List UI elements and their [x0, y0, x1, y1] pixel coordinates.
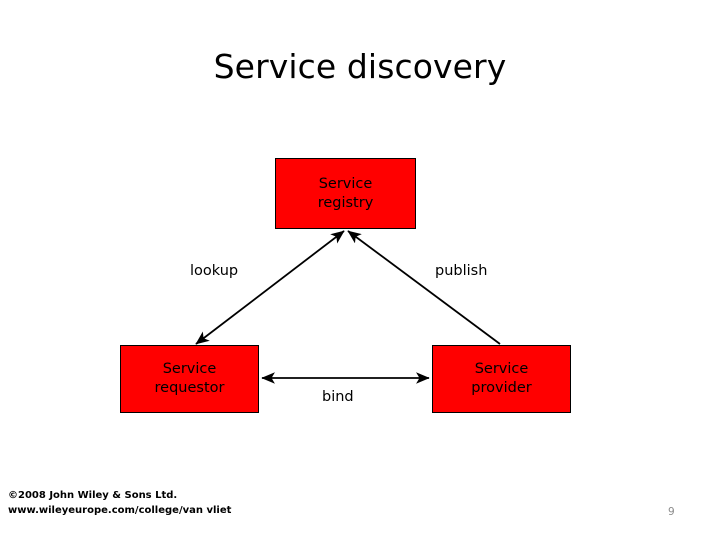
- footer-credit: ©2008 John Wiley & Sons Ltd. www.wileyeu…: [8, 489, 231, 518]
- node-service-requestor[interactable]: Service requestor: [120, 345, 259, 413]
- node-service-registry-line1: Service: [318, 175, 373, 192]
- edge-lookup-line: [195, 230, 345, 345]
- edge-label-lookup: lookup: [190, 263, 239, 279]
- node-service-requestor-line2: requestor: [154, 380, 225, 396]
- node-service-registry[interactable]: Service registry: [275, 158, 416, 229]
- footer-url: www.wileyeurope.com/college/van vliet: [8, 504, 232, 516]
- node-service-registry-line2: registry: [317, 194, 374, 211]
- node-service-provider-line2: provider: [471, 380, 532, 396]
- node-service-provider[interactable]: Service provider: [432, 345, 571, 413]
- node-service-provider-line1: Service: [474, 361, 529, 377]
- page-title: Service discovery: [213, 47, 507, 86]
- page-number: 9: [668, 506, 675, 518]
- edge-label-bind: bind: [322, 389, 354, 405]
- node-service-requestor-line1: Service: [162, 361, 217, 377]
- footer-copyright: ©2008 John Wiley & Sons Ltd.: [8, 490, 178, 501]
- edge-label-publish: publish: [435, 263, 488, 279]
- edge-publish-line: [347, 230, 501, 345]
